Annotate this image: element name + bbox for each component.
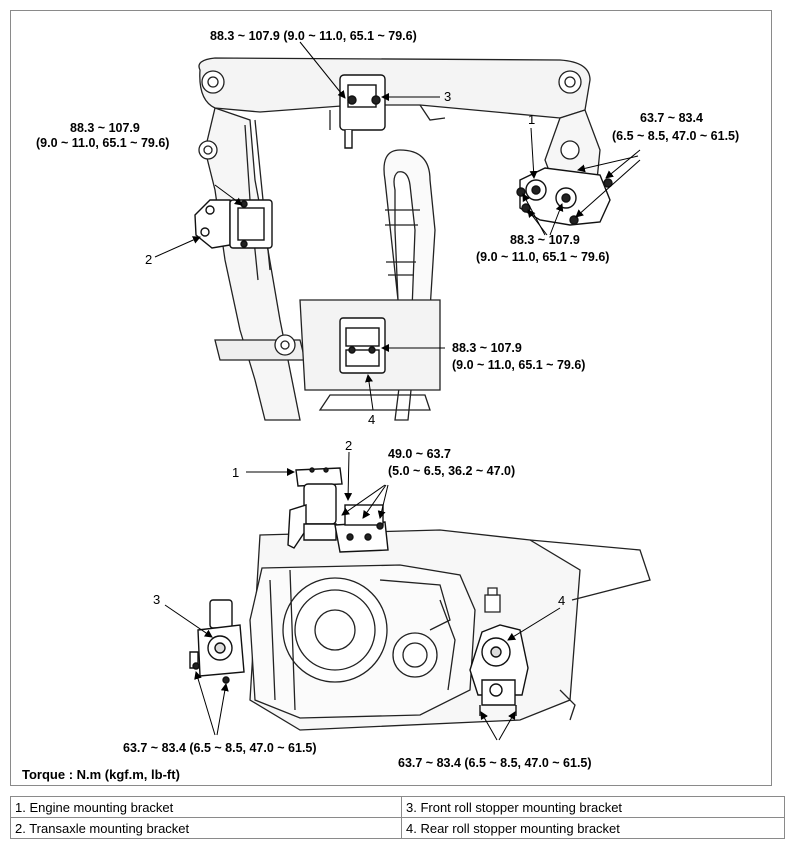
top-view-callouts <box>154 41 641 411</box>
side-callout-top-line1: 49.0 ~ 63.7 <box>388 447 451 461</box>
top-callout-front-roll: 88.3 ~ 107.9 (9.0 ~ 11.0, 65.1 ~ 79.6) <box>210 29 417 43</box>
legend-row: 1. Engine mounting bracket 3. Front roll… <box>10 796 785 818</box>
top-callout-left-line2: (9.0 ~ 11.0, 65.1 ~ 79.6) <box>36 136 169 150</box>
top-callout-right-low-line1: 88.3 ~ 107.9 <box>510 233 580 247</box>
side-view-callouts <box>164 451 561 741</box>
side-num-1: 1 <box>232 465 239 480</box>
transaxle-bracket-top <box>194 199 273 249</box>
engine-bracket-side <box>287 467 343 549</box>
legend-item-engine-bracket: 1. Engine mounting bracket <box>10 796 402 818</box>
side-num-4: 4 <box>558 593 565 608</box>
side-num-3: 3 <box>153 592 160 607</box>
top-num-4: 4 <box>368 412 375 427</box>
legend-table: 1. Engine mounting bracket 3. Front roll… <box>10 796 785 839</box>
top-callout-right-line2: (6.5 ~ 8.5, 47.0 ~ 61.5) <box>612 129 739 143</box>
figure-frame <box>10 10 772 786</box>
legend-item-front-roll-stopper: 3. Front roll stopper mounting bracket <box>401 796 785 818</box>
transaxle-bracket-side <box>334 504 389 553</box>
engine-bracket-top <box>516 167 613 226</box>
legend-row: 2. Transaxle mounting bracket 4. Rear ro… <box>10 817 785 839</box>
top-callout-right-low-line2: (9.0 ~ 11.0, 65.1 ~ 79.6) <box>476 250 609 264</box>
rear-roll-stopper-bracket-top <box>339 317 386 374</box>
top-callout-left-line1: 88.3 ~ 107.9 <box>70 121 140 135</box>
front-roll-stopper-side <box>189 599 245 684</box>
side-callout-bottom-right: 63.7 ~ 83.4 (6.5 ~ 8.5, 47.0 ~ 61.5) <box>398 756 592 770</box>
top-callout-center-line1: 88.3 ~ 107.9 <box>452 341 522 355</box>
side-callout-top-line2: (5.0 ~ 6.5, 36.2 ~ 47.0) <box>388 464 515 478</box>
legend-item-transaxle-bracket: 2. Transaxle mounting bracket <box>10 817 402 839</box>
top-num-2: 2 <box>145 252 152 267</box>
top-callout-center-line2: (9.0 ~ 11.0, 65.1 ~ 79.6) <box>452 358 585 372</box>
legend-item-rear-roll-stopper: 4. Rear roll stopper mounting bracket <box>401 817 785 839</box>
front-roll-stopper-bracket-top <box>339 74 386 149</box>
torque-unit-note: Torque : N.m (kgf.m, lb-ft) <box>22 767 180 782</box>
top-num-1: 1 <box>528 112 535 127</box>
side-callout-bottom-left: 63.7 ~ 83.4 (6.5 ~ 8.5, 47.0 ~ 61.5) <box>123 741 317 755</box>
transaxle-drawing <box>249 529 651 731</box>
top-num-3: 3 <box>444 89 451 104</box>
side-num-2: 2 <box>345 438 352 453</box>
top-callout-right-line1: 63.7 ~ 83.4 <box>640 111 703 125</box>
rear-roll-stopper-side <box>469 624 529 716</box>
